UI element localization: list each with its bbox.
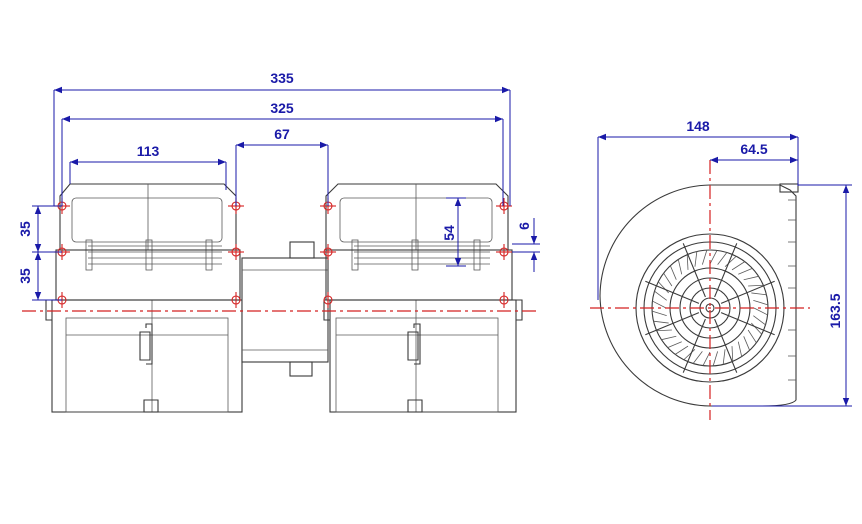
- dimension-6: 6: [512, 218, 540, 272]
- dimension-163-5: 163.5: [712, 184, 852, 407]
- impeller-blade: [652, 300, 667, 309]
- guard-spoke: [720, 312, 775, 336]
- dim-text-335: 335: [270, 70, 294, 86]
- impeller-blade: [661, 335, 677, 341]
- dimension-113: 113: [69, 143, 227, 190]
- dim-text-35-lower: 35: [17, 268, 33, 284]
- impeller-blade: [737, 341, 743, 357]
- motor-connector: [289, 241, 315, 259]
- impeller-blade: [677, 259, 683, 275]
- impeller-blade: [674, 345, 689, 355]
- right-housing-body: [329, 299, 517, 413]
- dimension-54: 54: [441, 197, 466, 267]
- impeller-blade: [669, 265, 677, 280]
- impeller-blade: [651, 310, 667, 317]
- impeller-blade: [748, 284, 764, 287]
- dim-text-64-5: 64.5: [740, 141, 767, 157]
- impeller-blade: [743, 336, 751, 351]
- impeller-blade: [724, 255, 737, 267]
- impeller-blade: [722, 349, 726, 365]
- impeller-blade: [751, 292, 767, 296]
- dim-text-35-upper: 35: [17, 221, 33, 237]
- impeller-blade: [683, 349, 696, 361]
- dimension-335: 335: [53, 70, 511, 206]
- dimension-325: 325: [61, 100, 504, 206]
- impeller-blade: [751, 322, 763, 335]
- inlet-guard-spokes: [645, 243, 775, 373]
- impeller-blade: [743, 275, 759, 281]
- guard-spoke: [682, 243, 706, 298]
- dimension-35-upper: 35: [17, 205, 62, 253]
- impeller-blade: [753, 315, 766, 326]
- front-view: 335 325 113 67 35: [17, 70, 540, 413]
- impeller-blade: [753, 307, 768, 316]
- right-grille: [351, 239, 490, 271]
- impeller-blade: [656, 329, 672, 332]
- guard-spoke: [645, 280, 700, 304]
- dim-text-113: 113: [137, 143, 160, 159]
- dim-text-163-5: 163.5: [827, 293, 843, 328]
- dimension-64-5: 64.5: [710, 141, 798, 164]
- guard-spoke: [720, 280, 775, 304]
- dimension-35-lower: 35: [17, 252, 62, 301]
- impeller-blade: [667, 341, 682, 349]
- impeller-blade: [694, 251, 698, 267]
- dim-text-54: 54: [441, 225, 457, 241]
- dimension-67: 67: [235, 126, 329, 206]
- right-clip: [407, 323, 421, 365]
- impeller-blade: [653, 320, 669, 324]
- impeller-blade: [731, 346, 734, 362]
- dimension-148: 148: [597, 118, 799, 300]
- impeller-blade: [738, 267, 753, 275]
- impeller-blade: [731, 261, 746, 271]
- dim-text-148: 148: [686, 118, 710, 134]
- side-view: 148 64.5 163.5: [590, 118, 852, 420]
- housing-ribs: [788, 199, 796, 381]
- dim-text-325: 325: [270, 100, 294, 116]
- dim-text-67: 67: [274, 126, 290, 142]
- impeller-blades: [651, 249, 769, 367]
- impeller-blade: [747, 329, 757, 344]
- impeller-blade: [712, 351, 719, 367]
- dim-text-6: 6: [516, 222, 532, 230]
- impeller-blade: [692, 351, 703, 364]
- motor-body: [241, 257, 329, 363]
- guard-spoke: [645, 312, 700, 336]
- impeller-blade: [702, 351, 711, 366]
- impeller-blade: [686, 254, 689, 270]
- guard-spoke: [682, 318, 706, 373]
- impeller-blade: [654, 290, 667, 301]
- impeller-blade: [701, 249, 708, 265]
- impeller-blade: [709, 250, 718, 265]
- impeller-blade: [717, 252, 728, 265]
- guard-spoke: [714, 318, 738, 373]
- left-housing-body: [51, 299, 243, 413]
- impeller-blade: [663, 272, 673, 287]
- left-clip: [139, 323, 153, 365]
- guard-spoke: [714, 243, 738, 298]
- left-grille: [85, 239, 222, 271]
- impeller-blade: [657, 281, 669, 294]
- impeller-blade: [753, 299, 769, 306]
